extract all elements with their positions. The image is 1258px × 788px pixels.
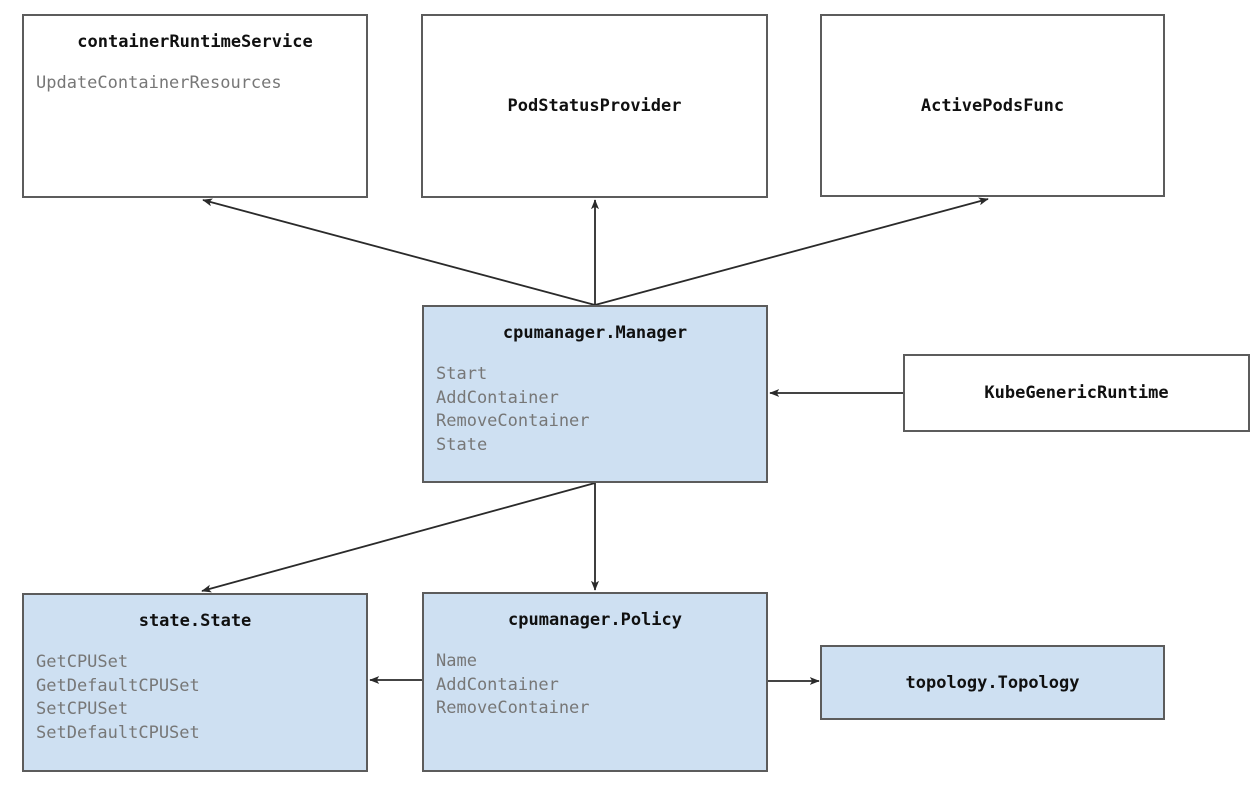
edge-manager-to-containerRuntimeService [202, 198, 596, 306]
uml-class-box-ActivePodsFunc[interactable]: ActivePodsFunc [820, 14, 1165, 197]
class-title-topologyTopology: topology.Topology [905, 672, 1080, 693]
class-member: Name [436, 651, 477, 671]
class-member: AddContainer [436, 674, 559, 695]
edge-manager-to-activePodsFunc [594, 197, 989, 306]
class-member: UpdateContainerResources [36, 73, 282, 93]
uml-class-box-PodStatusProvider[interactable]: PodStatusProvider [421, 14, 768, 198]
class-member: GetDefaultCPUSet [36, 675, 200, 696]
class-member: RemoveContainer [436, 698, 590, 718]
class-member: State [436, 434, 488, 455]
class-member: GetCPUSet [36, 652, 129, 672]
class-title-stateState: state.State [138, 611, 252, 631]
class-member: Start [436, 364, 488, 384]
uml-class-box-topologyTopology[interactable]: topology.Topology [820, 645, 1165, 720]
class-title-ActivePodsFunc: ActivePodsFunc [920, 95, 1065, 116]
class-member: AddContainer [436, 387, 559, 408]
class-title-PodStatusProvider: PodStatusProvider [507, 96, 682, 116]
edge-manager-to-stateState [201, 482, 596, 593]
class-title-KubeGenericRuntime: KubeGenericRuntime [984, 383, 1169, 403]
class-member: SetCPUSet [36, 699, 129, 719]
class-member: SetDefaultCPUSet [36, 722, 200, 743]
class-members-containerRuntimeService: UpdateContainerResources [36, 72, 366, 96]
class-title-containerRuntimeService: containerRuntimeService [77, 32, 313, 52]
class-title-cpumanagerManager: cpumanager.Manager [502, 323, 688, 343]
class-title-cpumanagerPolicy: cpumanager.Policy [508, 610, 682, 630]
class-member: RemoveContainer [436, 411, 590, 431]
uml-class-box-KubeGenericRuntime[interactable]: KubeGenericRuntime [903, 354, 1250, 432]
